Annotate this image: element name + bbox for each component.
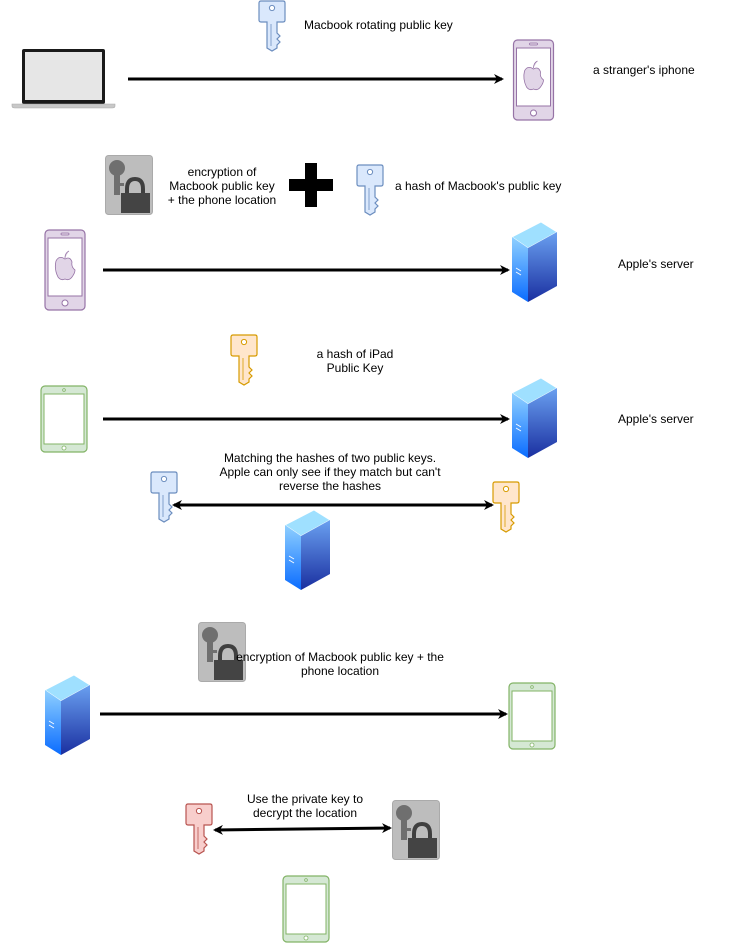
server-label: Apple's server [618, 257, 694, 271]
decrypt-label-line1: Use the private key to [246, 792, 364, 806]
server-icon [512, 222, 558, 302]
ipad-icon [40, 385, 88, 453]
encrypted-return-label-line1: encryption of Macbook public key + the [236, 650, 444, 664]
orange-key-icon [493, 482, 519, 532]
ipad-icon [508, 682, 556, 750]
ipad-hash-label-line2: Public Key [326, 361, 384, 375]
encrypted-return-label-line2: phone location [300, 664, 380, 678]
encrypted-label-line1: encryption of [187, 165, 257, 179]
macbook-icon [11, 49, 116, 109]
blue-key-icon [259, 1, 285, 51]
iphone-icon [44, 229, 86, 311]
iphone-label: a stranger's iphone [593, 63, 695, 77]
ipad-icon [282, 875, 330, 943]
red-private-key-icon [186, 804, 212, 854]
double-arrow-decrypt [213, 823, 392, 835]
blue-key-icon [357, 165, 383, 215]
encrypted-key-icon [392, 800, 440, 860]
server-label: Apple's server [618, 412, 694, 426]
blue-key-icon [151, 472, 177, 522]
encrypted-key-icon [105, 155, 153, 215]
iphone-icon [512, 39, 555, 121]
matching-label-line3: reverse the hashes [278, 479, 382, 493]
server-icon [285, 510, 331, 590]
matching-label-line1: Matching the hashes of two public keys. [223, 451, 437, 465]
server-icon [512, 378, 558, 458]
matching-label-line2: Apple can only see if they match but can… [219, 465, 441, 479]
encrypted-label-line3: + the phone location [167, 193, 277, 207]
decrypt-label-line2: decrypt the location [252, 806, 358, 820]
orange-key-icon [231, 335, 257, 385]
plus-icon [289, 163, 333, 207]
ipad-hash-label-line1: a hash of iPad [316, 347, 394, 361]
macbook-key-label: Macbook rotating public key [304, 18, 453, 32]
server-icon [45, 675, 91, 755]
encrypted-label-line2: Macbook public key [169, 179, 275, 193]
hash-label: a hash of Macbook's public key [395, 179, 562, 193]
